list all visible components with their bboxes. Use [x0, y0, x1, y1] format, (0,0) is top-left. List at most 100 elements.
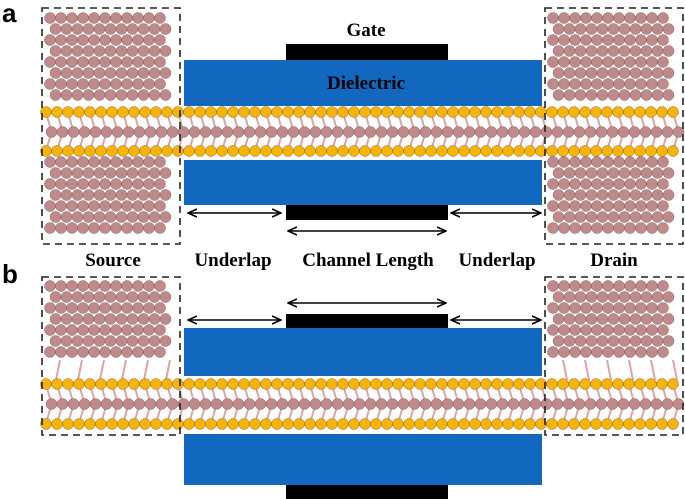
- chalcogen-atom: [502, 378, 514, 390]
- chalcogen-atom: [348, 378, 360, 390]
- metal-atom: [159, 335, 172, 347]
- metal-atom: [585, 89, 598, 101]
- metal-atom: [618, 313, 631, 325]
- chalcogen-atom: [62, 378, 74, 390]
- metal-atom: [154, 178, 166, 190]
- chalcogen-atom: [634, 378, 646, 390]
- metal-atom: [88, 156, 100, 168]
- metal-atom: [596, 67, 609, 79]
- metal-atom: [558, 346, 570, 358]
- metal-atom: [148, 67, 161, 79]
- metal-atom: [613, 346, 625, 358]
- metal-atom: [552, 189, 565, 201]
- panel-a: a Gate Dielectric Source Underlap Channe…: [2, 0, 685, 271]
- chalcogen-atom: [359, 106, 371, 118]
- metal-atom: [607, 45, 620, 57]
- metal-atom: [602, 12, 614, 24]
- metal-atom: [77, 156, 89, 168]
- metal-atom: [547, 302, 559, 314]
- metal-atom: [657, 34, 669, 46]
- chalcogen-atom: [205, 106, 217, 118]
- metal-atom: [574, 167, 587, 179]
- chalcogen-atom: [634, 418, 646, 430]
- metal-atom: [540, 126, 553, 138]
- metal-atom: [640, 89, 653, 101]
- metal-atom: [243, 126, 256, 138]
- chalcogen-atom: [161, 418, 173, 430]
- metal-atom: [408, 398, 421, 410]
- metal-atom: [55, 178, 67, 190]
- metal-atom: [651, 67, 664, 79]
- metal-atom: [474, 398, 487, 410]
- metal-atom: [474, 126, 487, 138]
- chalcogen-atom: [612, 418, 624, 430]
- metal-atom: [77, 200, 89, 212]
- metal-atom: [651, 45, 664, 57]
- metal-atom: [115, 23, 128, 35]
- metal-atom: [547, 280, 559, 292]
- metal-atom: [591, 346, 603, 358]
- metal-atom: [148, 211, 161, 223]
- metal-atom: [99, 34, 111, 46]
- chalcogen-atom: [568, 418, 580, 430]
- metal-atom: [148, 167, 161, 179]
- chalcogen-atom: [645, 145, 657, 157]
- metal-atom: [574, 23, 587, 35]
- metal-atom: [49, 335, 62, 347]
- metal-atom: [154, 156, 166, 168]
- chalcogen-atom: [579, 418, 591, 430]
- metal-atom: [55, 156, 67, 168]
- metal-atom: [585, 335, 598, 347]
- metal-atom: [507, 126, 520, 138]
- metal-atom: [99, 156, 111, 168]
- metal-atom: [143, 222, 155, 234]
- chalcogen-atom: [128, 145, 140, 157]
- metal-atom: [580, 222, 592, 234]
- metal-atom: [640, 167, 653, 179]
- chalcogen-atom: [128, 106, 140, 118]
- metal-atom: [143, 78, 155, 90]
- metal-atom: [569, 56, 581, 68]
- chalcogen-atom: [370, 106, 382, 118]
- metal-atom: [591, 200, 603, 212]
- chalcogen-atom: [51, 418, 63, 430]
- metal-atom: [602, 222, 614, 234]
- metal-atom: [364, 398, 377, 410]
- chalcogen-atom: [293, 378, 305, 390]
- chalcogen-atom: [359, 418, 371, 430]
- chalcogen-atom: [480, 378, 492, 390]
- chalcogen-atom: [172, 145, 184, 157]
- metal-atom: [662, 313, 675, 325]
- metal-atom: [93, 45, 106, 57]
- metal-atom: [657, 178, 669, 190]
- chalcogen-atom: [260, 145, 272, 157]
- chalcogen-atom: [62, 145, 74, 157]
- metal-atom: [309, 398, 322, 410]
- metal-atom: [243, 398, 256, 410]
- metal-atom: [342, 398, 355, 410]
- metal-atom: [121, 200, 133, 212]
- metal-atom: [574, 89, 587, 101]
- chalcogen-atom: [502, 145, 514, 157]
- metal-atom: [132, 280, 144, 292]
- metal-atom: [144, 126, 157, 138]
- metal-atom: [629, 335, 642, 347]
- metal-atom: [104, 23, 117, 35]
- channel-length-label: Channel Length: [302, 250, 434, 271]
- metal-atom: [662, 189, 675, 201]
- chalcogen-atom: [414, 418, 426, 430]
- metal-atom: [646, 12, 658, 24]
- metal-atom: [639, 398, 652, 410]
- chalcogen-atom: [227, 418, 239, 430]
- chalcogen-atom: [645, 418, 657, 430]
- metal-atom: [254, 398, 267, 410]
- metal-atom: [441, 126, 454, 138]
- metal-atom: [210, 126, 223, 138]
- chalcogen-atom: [205, 378, 217, 390]
- chalcogen-atom: [282, 145, 294, 157]
- metal-atom: [148, 89, 161, 101]
- metal-atom: [159, 89, 172, 101]
- chalcogen-atom: [84, 106, 96, 118]
- chalcogen-atom: [557, 418, 569, 430]
- chalcogen-atom: [458, 106, 470, 118]
